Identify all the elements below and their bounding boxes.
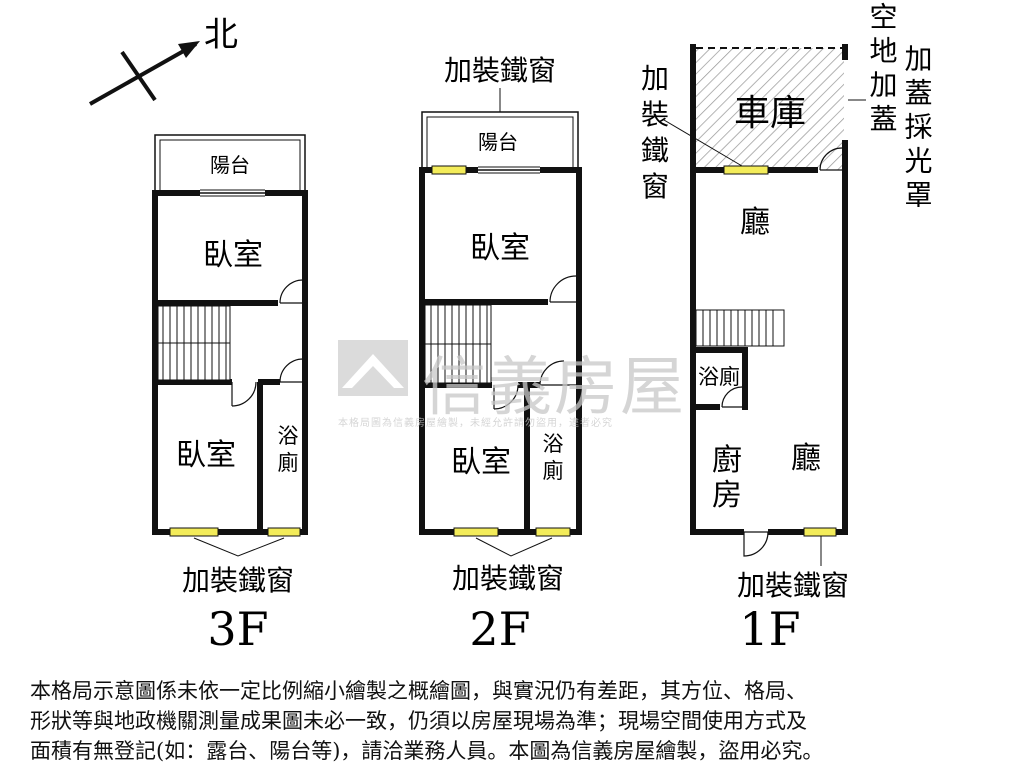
floor-3f: 陽台 臥室	[152, 134, 308, 656]
door-swing	[549, 275, 577, 303]
room-label: 臥室	[451, 445, 511, 480]
stairs	[157, 305, 231, 381]
room-label: 房	[712, 478, 742, 513]
bath-label: 浴	[543, 432, 564, 456]
svg-text:加: 加	[641, 62, 669, 95]
window-note: 加裝鐵窗	[444, 54, 556, 87]
svg-text:窗: 窗	[641, 170, 669, 203]
svg-text:加蓋採光罩: 加蓋採光罩	[901, 44, 934, 214]
room-label: 臥室	[176, 438, 236, 473]
balcony-label: 陽台	[210, 153, 250, 177]
floor-plan: 北 陽台	[89, 2, 934, 656]
stairs	[424, 304, 492, 384]
bath-label: 浴廁	[698, 365, 740, 389]
door-swing	[279, 279, 304, 304]
compass: 北	[89, 15, 238, 106]
disclaimer-line: 本格局示意圖係未依一定比例縮小繪製之概繪圖，與實況仍有差距，其方位、格局、	[30, 679, 807, 703]
floor-2f: 加裝鐵窗 陽台	[419, 54, 582, 656]
floor-1f: 車庫 廳 廳 浴廁 廚 房	[641, 2, 934, 656]
window-note: 加 裝 鐵 窗	[641, 62, 669, 203]
bath-label: 廁	[543, 459, 564, 483]
bath-label: 浴	[278, 424, 299, 448]
compass-north-label: 北	[204, 15, 238, 55]
garage-area	[696, 48, 844, 170]
iron-window-icon	[803, 527, 837, 537]
iron-window-icon	[431, 165, 467, 175]
door-swing	[743, 531, 769, 557]
stairs	[695, 309, 785, 347]
floor-label: 2F	[469, 602, 530, 656]
floor-label: 3F	[207, 602, 268, 656]
disclaimer-line: 面積有無登記(如：露台、陽台等)，請洽業務人員。本圖為信義房屋繪製，盜用必究。	[30, 739, 824, 763]
svg-text:裝: 裝	[641, 98, 669, 131]
door-swing	[493, 384, 519, 410]
disclaimer-line: 形狀等與地政機關測量成果圖未必一致，仍須以房屋現場為準；現場空間使用方式及	[30, 709, 807, 733]
room-label: 臥室	[203, 238, 263, 273]
window-note: 加裝鐵窗	[182, 564, 294, 597]
iron-window-icon	[723, 165, 769, 175]
floor-label: 1F	[739, 602, 800, 656]
garage-label: 車庫	[734, 93, 806, 134]
skylight-note: 空地加蓋 加蓋採光罩	[866, 2, 934, 214]
room-label: 臥室	[470, 231, 530, 266]
balcony-label: 陽台	[478, 130, 518, 154]
window-note: 加裝鐵窗	[452, 562, 564, 595]
svg-text:空地加蓋: 空地加蓋	[866, 2, 899, 138]
room-label: 廳	[791, 441, 821, 476]
door-swing	[721, 386, 743, 408]
door-swing	[539, 360, 576, 386]
iron-window-icon	[169, 527, 219, 537]
disclaimer: 本格局示意圖係未依一定比例縮小繪製之概繪圖，與實況仍有差距，其方位、格局、 形狀…	[30, 676, 1000, 766]
door-swing	[231, 381, 257, 407]
room-label: 廚	[712, 443, 742, 478]
room-label: 廳	[740, 205, 770, 240]
door-swing	[279, 358, 304, 383]
compass-arrow-icon	[89, 42, 197, 106]
iron-window-icon	[453, 527, 499, 537]
bath-label: 廁	[278, 451, 299, 475]
window-note: 加裝鐵窗	[737, 569, 849, 602]
door-swing	[819, 147, 843, 171]
iron-window-icon	[267, 527, 301, 537]
iron-window-icon	[535, 527, 571, 537]
svg-text:鐵: 鐵	[641, 134, 669, 167]
